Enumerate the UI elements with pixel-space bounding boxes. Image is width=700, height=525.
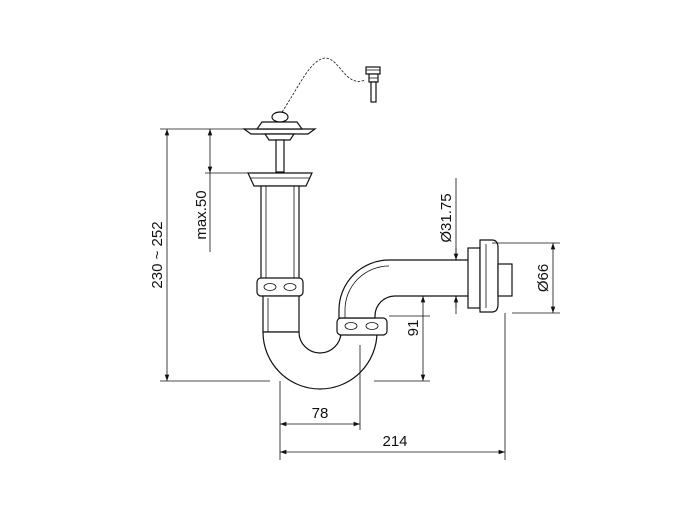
wall-flange: [467, 239, 513, 313]
trap-depth-label: 91: [405, 320, 422, 337]
dim-trap-width: 78: [279, 345, 361, 460]
sink-flange: [247, 172, 313, 187]
trap-width-label: 78: [312, 405, 329, 422]
dim-max-height: max.50: [193, 129, 248, 252]
dim-pipe-diameter: Ø31.75: [438, 178, 459, 314]
max-height-label: max.50: [193, 190, 210, 239]
dim-overall-height: 230 ~ 252: [149, 128, 270, 382]
tailpiece-pipe: [260, 185, 300, 281]
flange-diameter-label: Ø66: [535, 264, 552, 292]
stopper-chain: [281, 57, 381, 113]
drain-stopper: [242, 111, 317, 173]
lower-slip-nut: [336, 317, 388, 336]
dim-overall-width: 214: [280, 313, 506, 460]
upper-slip-nut: [256, 277, 304, 297]
dim-flange-diameter: Ø66: [492, 242, 560, 314]
overall-height-label: 230 ~ 252: [149, 221, 166, 288]
pipe-diameter-label: Ø31.75: [438, 193, 455, 242]
overall-width-label: 214: [382, 433, 407, 450]
dim-trap-depth: 91: [374, 296, 430, 382]
wall-arm-pipe: [338, 259, 471, 319]
